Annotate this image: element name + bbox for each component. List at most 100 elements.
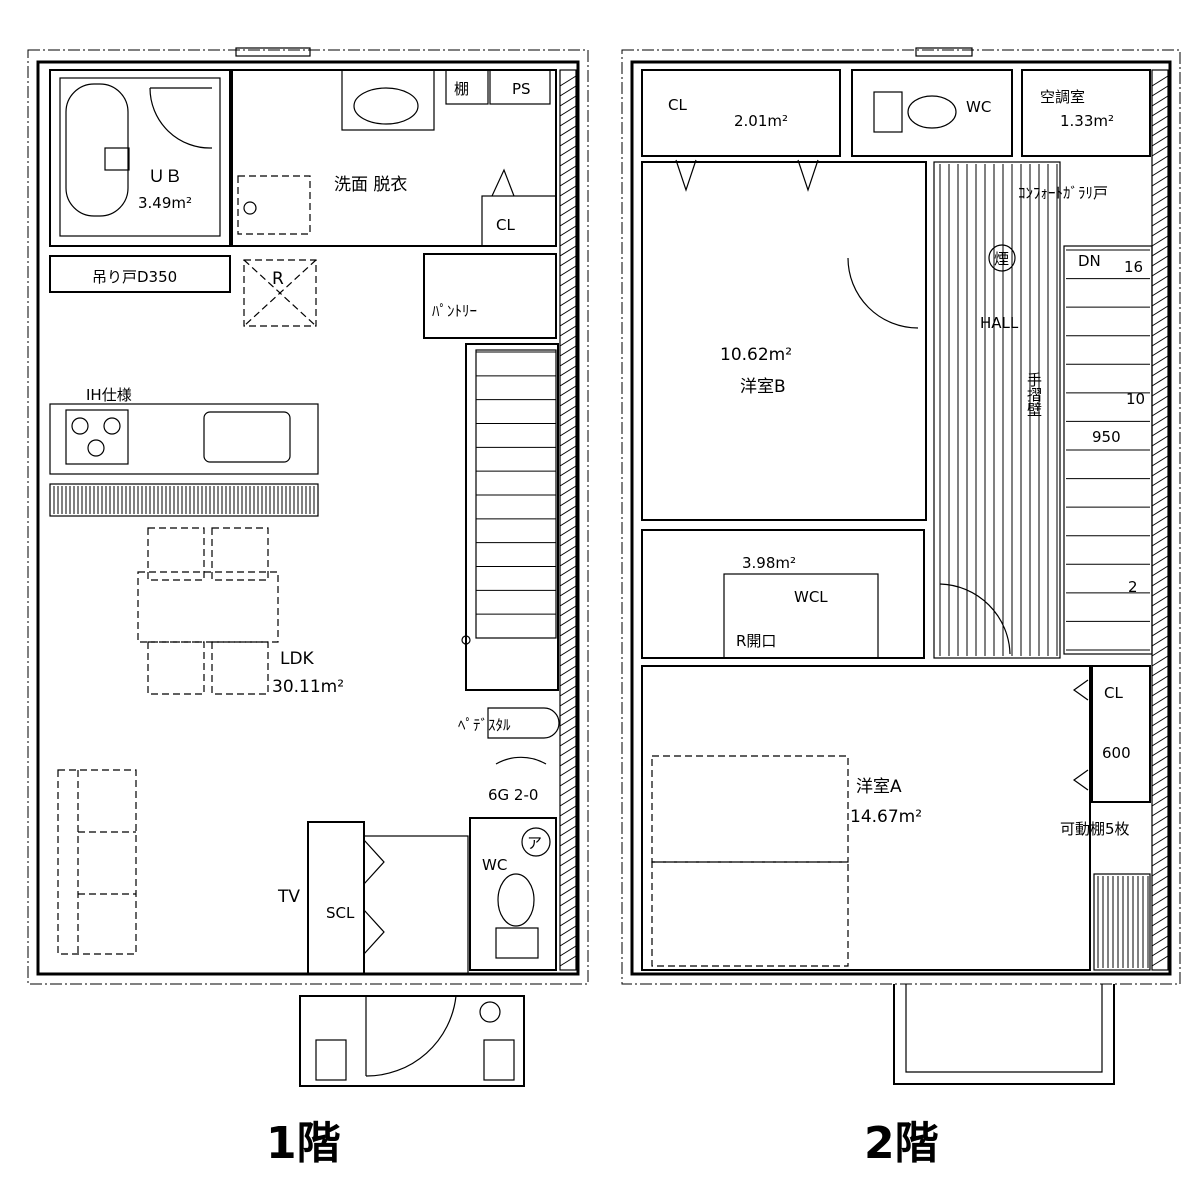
wall-hatch-line: [1151, 205, 1169, 217]
wall-hatch-line: [559, 895, 577, 907]
wall-hatch-line: [559, 785, 577, 797]
wall-hatch-line: [1151, 795, 1169, 807]
wall-hatch-line: [559, 565, 577, 577]
floor2-cl-top-label: CL: [668, 96, 687, 114]
wall-hatch-line: [559, 655, 577, 667]
wall-hatch-line: [559, 765, 577, 777]
floor1-tana-label: 棚: [454, 80, 469, 98]
floor1-tv-label: TV: [277, 887, 300, 907]
wall-hatch-line: [559, 545, 577, 557]
floor1-grid-line: [27, 49, 589, 985]
wall-hatch-line: [559, 385, 577, 397]
wall-hatch-line: [559, 455, 577, 467]
wall-hatch-line: [559, 495, 577, 507]
wall-hatch-line: [559, 885, 577, 897]
floor2-wcl-area: 3.98m²: [742, 554, 796, 572]
wall-hatch-line: [1151, 285, 1169, 297]
wall-hatch-line: [1151, 315, 1169, 327]
wall-hatch-line: [559, 675, 577, 687]
wall-hatch-line: [1151, 905, 1169, 917]
floor2-comfort-door-label: ｺﾝﾌｫｰﾄｶﾞﾗﾘ戸: [1018, 184, 1108, 202]
wall-hatch-line: [1151, 405, 1169, 417]
floor1-shoe-closet: SCL: [307, 821, 469, 975]
floor1-ub-room: ＵＢ 3.49m²: [49, 69, 231, 247]
wall-hatch-line: [1151, 385, 1169, 397]
wall-hatch-line: [559, 585, 577, 597]
wall-hatch-line: [559, 875, 577, 887]
floor1-top-window: [235, 47, 311, 57]
floor2-shelf-hatch: [1093, 873, 1151, 971]
wall-hatch-line: [559, 825, 577, 837]
wall-hatch-line: [559, 435, 577, 447]
floor2-wc-label: WC: [966, 98, 991, 116]
wall-hatch-line: [1151, 355, 1169, 367]
wall-hatch-line: [559, 505, 577, 517]
floor1-right-hatch-wall: [559, 69, 577, 971]
wall-hatch-line: [1151, 785, 1169, 797]
wall-hatch-line: [1151, 935, 1169, 947]
floor2-step-2: 2: [1128, 578, 1138, 596]
wall-hatch-line: [1151, 835, 1169, 847]
floor2-step-16: 16: [1124, 258, 1143, 276]
wall-hatch-line: [1151, 495, 1169, 507]
wall-hatch-line: [1151, 265, 1169, 277]
wall-hatch-line: [1151, 605, 1169, 617]
floor1-plan: ＵＢ 3.49m² 洗面 脱衣 棚 PS CL 吊り戸D350 R: [27, 47, 589, 1169]
floor1-ldk-label: LDK: [280, 649, 315, 669]
floor1-upper-cabinet: 吊り戸D350 R: [49, 255, 317, 327]
wall-hatch-line: [1151, 915, 1169, 927]
wall-hatch-line: [1151, 365, 1169, 377]
wall-hatch-line: [559, 275, 577, 287]
floor2-tesuri-label: 手摺壁: [1025, 372, 1043, 417]
wall-hatch-line: [1151, 735, 1169, 747]
wall-hatch-line: [559, 735, 577, 747]
wall-hatch-line: [559, 285, 577, 297]
wall-hatch-line: [559, 715, 577, 727]
wall-hatch-line: [1151, 505, 1169, 517]
wall-hatch-line: [559, 295, 577, 307]
floor2-hvac-room: 空調室 1.33m²: [1021, 69, 1151, 157]
wall-hatch-line: [559, 215, 577, 227]
wall-hatch-line: [559, 415, 577, 427]
wall-hatch-line: [1151, 85, 1169, 97]
wall-hatch-line: [559, 625, 577, 637]
floor1-senmen-label: 洗面 脱衣: [334, 175, 407, 195]
wall-hatch-line: [559, 95, 577, 107]
wall-hatch-line: [559, 535, 577, 547]
floor1-title: 1階: [266, 1118, 341, 1169]
wall-hatch-line: [1151, 755, 1169, 767]
wall-hatch-line: [559, 915, 577, 927]
wall-hatch-line: [559, 835, 577, 847]
wall-hatch-line: [1151, 425, 1169, 437]
wall-hatch-line: [559, 615, 577, 627]
wall-hatch-line: [559, 575, 577, 587]
wall-hatch-line: [559, 855, 577, 867]
wall-hatch-line: [1151, 585, 1169, 597]
floor1-pedestal-label: ﾍﾟﾃﾞｽﾀﾙ: [458, 716, 511, 734]
floor2-balcony: [893, 984, 1115, 1085]
wall-hatch-line: [559, 185, 577, 197]
floor2-room-a-label: 洋室A: [856, 777, 902, 797]
wall-hatch-line: [1151, 635, 1169, 647]
wall-hatch-line: [559, 205, 577, 217]
wall-hatch-line: [559, 525, 577, 537]
wall-hatch-line: [559, 235, 577, 247]
floor2-room-b-area: 10.62m²: [720, 345, 792, 365]
floor1-wc: ア WC: [469, 817, 557, 971]
wall-hatch-line: [559, 905, 577, 917]
wall-hatch-line: [559, 705, 577, 717]
wall-hatch-line: [559, 665, 577, 677]
wall-hatch-line: [1151, 945, 1169, 957]
wall-hatch-line: [559, 845, 577, 857]
wall-hatch-line: [559, 805, 577, 817]
wall-hatch-line: [1151, 165, 1169, 177]
floor2-width-950: 950: [1092, 428, 1121, 446]
wall-hatch-line: [559, 725, 577, 737]
wall-hatch-line: [1151, 855, 1169, 867]
wall-hatch-line: [559, 935, 577, 947]
wall-hatch-line: [559, 165, 577, 177]
wall-hatch-line: [559, 815, 577, 827]
wall-hatch-line: [1151, 815, 1169, 827]
wall-hatch-line: [559, 865, 577, 877]
